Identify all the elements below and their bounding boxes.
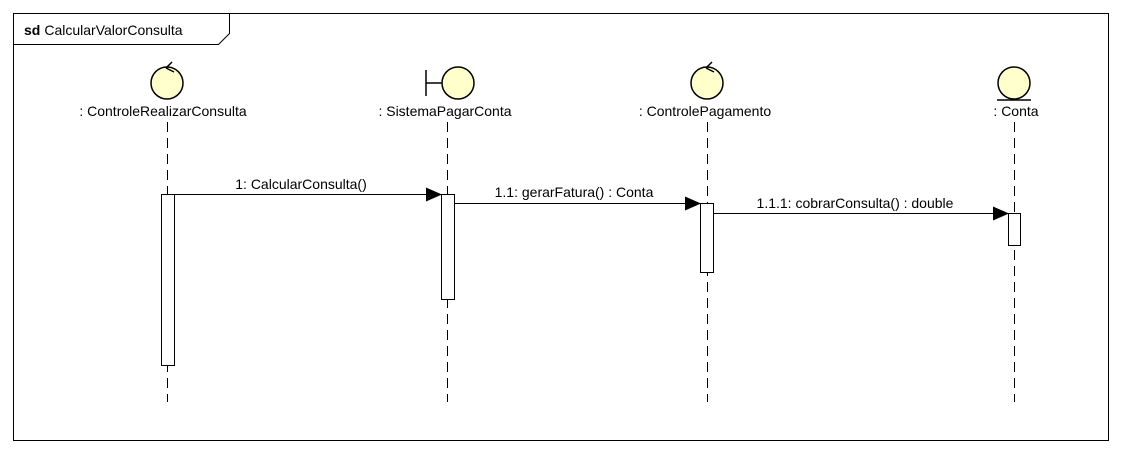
lifeline-controle-pagamento: : ControlePagamento (639, 61, 772, 402)
message-gerar-fatura: 1.1: gerarFatura() : Conta (455, 184, 701, 211)
control-icon (690, 66, 724, 100)
lifeline-sistema-pagar-conta: : SistemaPagarConta (378, 66, 512, 402)
message-label: 1.1.1: cobrarConsulta() : double (757, 195, 954, 211)
message-calcular-consulta: 1: CalcularConsulta() (175, 176, 442, 202)
message-label: 1.1: gerarFatura() : Conta (495, 184, 654, 200)
message-cobrar-consulta: 1.1.1: cobrarConsulta() : double (714, 195, 1009, 221)
lifeline-conta: : Conta (993, 66, 1039, 402)
lifeline-controle-realizar-consulta: : ControleRealizarConsulta (79, 61, 247, 402)
control-icon-arrow (705, 61, 715, 73)
lifeline-label: : ControlePagamento (639, 103, 772, 119)
control-icon (150, 66, 184, 100)
activation-bar (700, 203, 714, 273)
control-icon-arrow (165, 61, 175, 73)
frame-name-tab (13, 13, 230, 45)
boundary-icon (441, 66, 475, 100)
entity-icon (997, 66, 1031, 100)
lifeline-label: : SistemaPagarConta (378, 103, 511, 119)
lifeline-label: : ControleRealizarConsulta (79, 103, 247, 119)
activation-bar (441, 194, 455, 300)
message-label: 1: CalcularConsulta() (235, 176, 367, 192)
activation-bar (1008, 213, 1021, 246)
diagram-frame (13, 13, 1109, 441)
frame-keyword: sd (24, 22, 40, 38)
frame-name: CalcularValorConsulta (44, 22, 182, 38)
lifeline-label: : Conta (993, 103, 1038, 119)
activation-bar (161, 194, 175, 366)
